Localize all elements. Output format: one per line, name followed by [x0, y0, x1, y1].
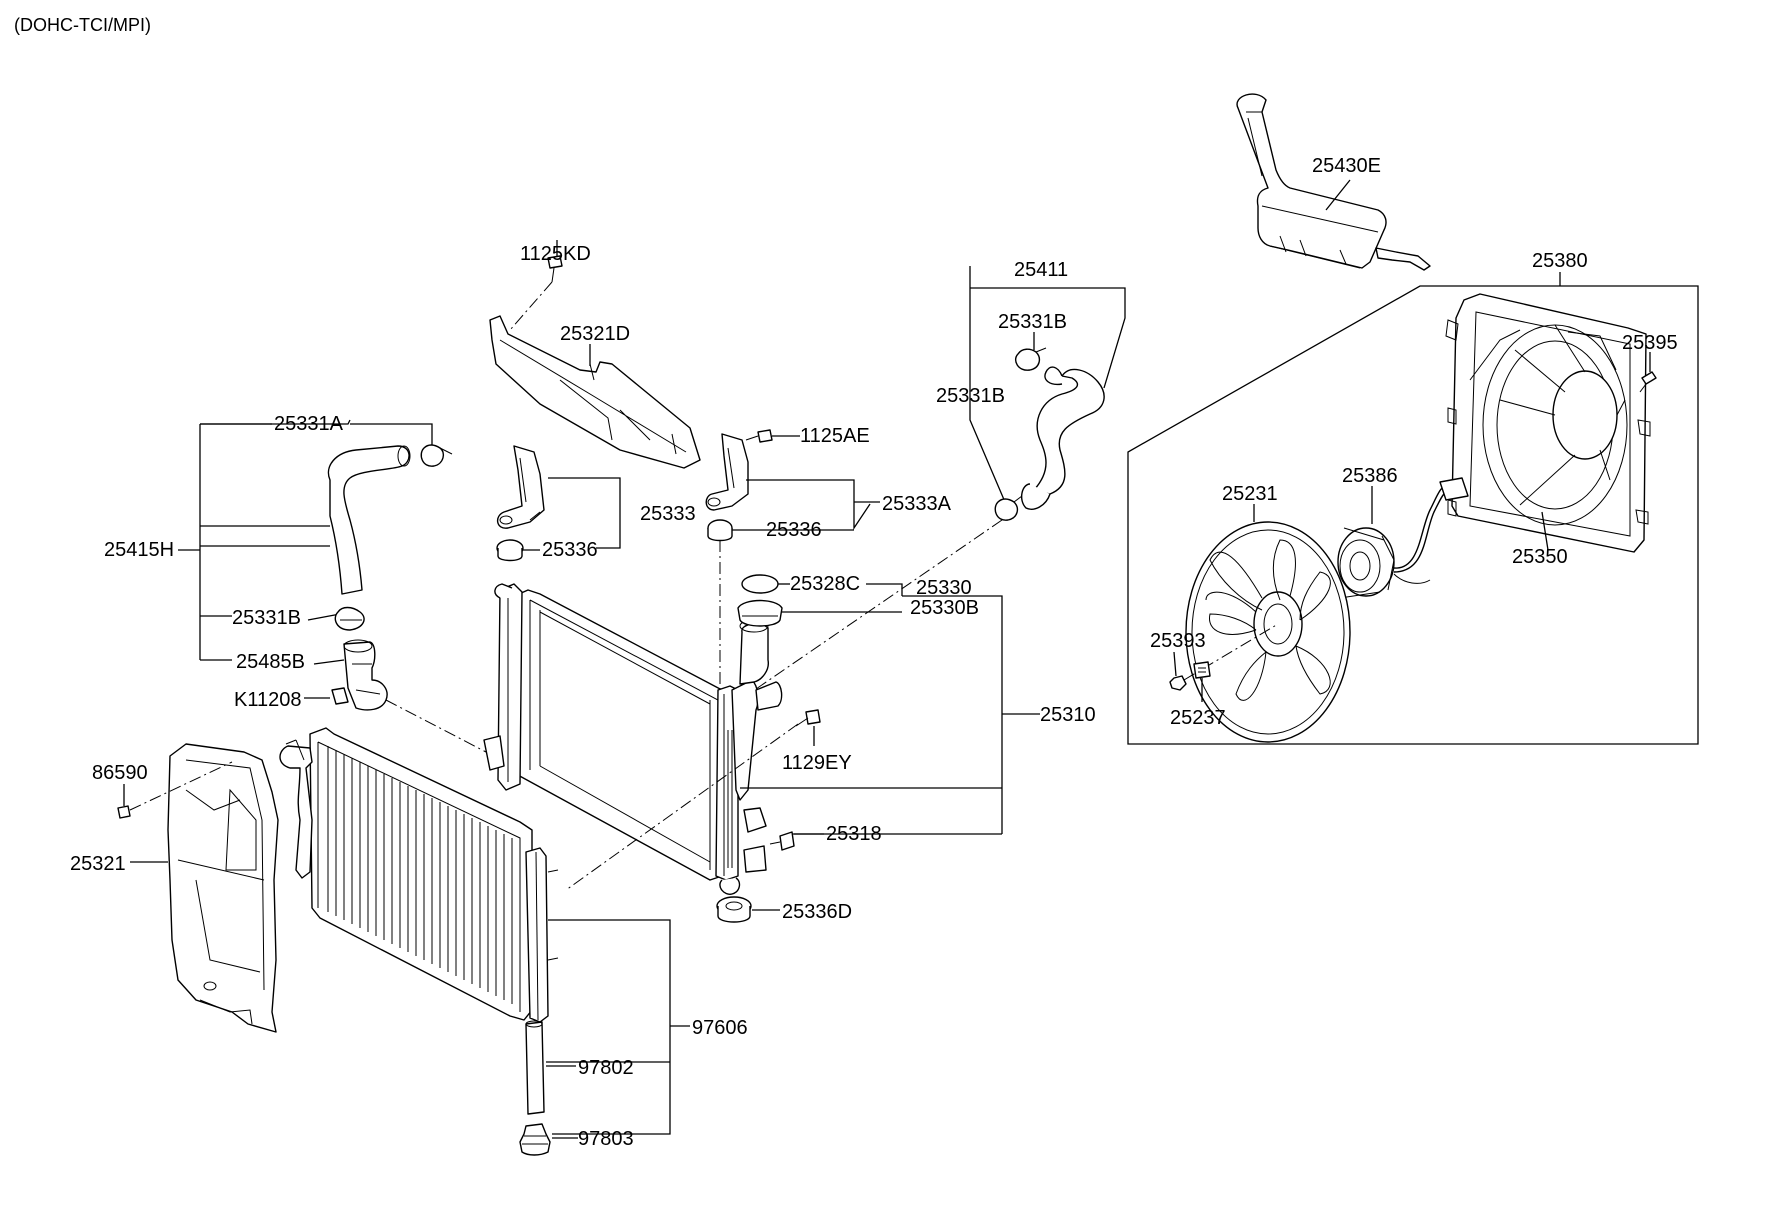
label-25321[interactable]: 25321 — [70, 853, 126, 875]
mount-25336D[interactable] — [716, 896, 752, 923]
label-25430E[interactable]: 25430E — [1312, 155, 1381, 177]
hose-clamp-25331B-left[interactable] — [994, 495, 1023, 521]
label-25331A[interactable]: 25331A — [274, 413, 344, 435]
label-25318[interactable]: 25318 — [826, 823, 882, 845]
label-25395[interactable]: 25395 — [1622, 332, 1678, 354]
label-25331B-left[interactable]: 25331B — [936, 385, 1005, 407]
label-1125KD[interactable]: 1125KD — [520, 243, 591, 265]
label-25393[interactable]: 25393 — [1150, 630, 1206, 652]
hose-clamp-25331A[interactable] — [420, 444, 453, 467]
mount-25336-left[interactable] — [496, 539, 524, 562]
label-25328C[interactable]: 25328C — [790, 573, 860, 595]
radiator-cap-25330B[interactable] — [737, 599, 783, 627]
label-25415H[interactable]: 25415H — [104, 539, 174, 561]
label-25411[interactable]: 25411 — [1014, 259, 1068, 281]
condenser-part[interactable] — [279, 727, 559, 1023]
cap-seal-25328C[interactable] — [741, 574, 779, 594]
reservoir-tank-part[interactable] — [1236, 93, 1431, 271]
label-25336-b[interactable]: 25336 — [766, 519, 822, 541]
label-97802[interactable]: 97802 — [578, 1057, 634, 1079]
label-25231[interactable]: 25231 — [1222, 483, 1278, 505]
label-25336-a[interactable]: 25336 — [542, 539, 598, 561]
label-25336D[interactable]: 25336D — [782, 901, 852, 923]
fan-shroud-part[interactable] — [1445, 293, 1651, 553]
hose-fitting-25485B[interactable] — [343, 639, 388, 711]
label-97803[interactable]: 97803 — [578, 1128, 634, 1150]
air-guard-25321-part[interactable] — [167, 743, 279, 1033]
upper-radiator-hose-part[interactable] — [1020, 366, 1105, 510]
label-25386[interactable]: 25386 — [1342, 465, 1398, 487]
hose-clamp-25331B-lower[interactable] — [334, 606, 365, 631]
drain-plug-25318[interactable] — [769, 831, 795, 851]
desiccant-97802[interactable] — [525, 1020, 545, 1115]
label-25321D[interactable]: 25321D — [560, 323, 630, 345]
clip-25237[interactable] — [1193, 661, 1211, 679]
nut-25393[interactable] — [1169, 675, 1187, 691]
label-K11208[interactable]: K11208 — [234, 689, 301, 711]
side-bracket-25333-part[interactable] — [497, 445, 545, 529]
bolt-25395[interactable] — [1639, 371, 1657, 393]
label-25330[interactable]: 25330 — [916, 577, 972, 599]
bolt-1125KD[interactable] — [547, 255, 563, 283]
side-bracket-25333A-part[interactable] — [705, 433, 749, 511]
mount-25336-right[interactable] — [707, 519, 733, 542]
label-25333[interactable]: 25333 — [640, 503, 696, 525]
cooling-fan-part[interactable] — [1185, 521, 1351, 743]
label-25310[interactable]: 25310 — [1040, 704, 1096, 726]
fan-assembly-box — [1127, 285, 1699, 745]
lower-radiator-hose-part[interactable] — [327, 445, 411, 595]
label-97606[interactable]: 97606 — [692, 1017, 748, 1039]
label-1125AE[interactable]: 1125AE — [800, 425, 870, 447]
label-25485B[interactable]: 25485B — [236, 651, 305, 673]
diagram-header: (DOHC-TCI/MPI) — [14, 15, 151, 35]
label-25380[interactable]: 25380 — [1532, 250, 1588, 272]
bolt-86590[interactable] — [117, 805, 131, 819]
upper-bracket-25321D-part[interactable] — [489, 315, 701, 469]
radiator-part[interactable] — [483, 583, 783, 895]
label-1129EY[interactable]: 1129EY — [782, 752, 852, 774]
label-25331B-hose[interactable]: 25331B — [232, 607, 301, 629]
label-25333A[interactable]: 25333A — [882, 493, 952, 515]
fan-motor-part[interactable] — [1337, 477, 1469, 599]
label-25331B-top[interactable]: 25331B — [998, 311, 1067, 333]
clip-K11208[interactable] — [331, 687, 349, 705]
label-86590[interactable]: 86590 — [92, 762, 148, 784]
bolt-1129EY[interactable] — [795, 709, 821, 727]
plug-97803[interactable] — [519, 1123, 551, 1156]
label-25237[interactable]: 25237 — [1170, 707, 1226, 729]
bolt-1125AE[interactable] — [745, 429, 773, 443]
hose-clamp-25331B-top[interactable] — [1014, 347, 1047, 371]
label-25350[interactable]: 25350 — [1512, 546, 1568, 568]
label-25330B[interactable]: 25330B — [910, 597, 979, 619]
